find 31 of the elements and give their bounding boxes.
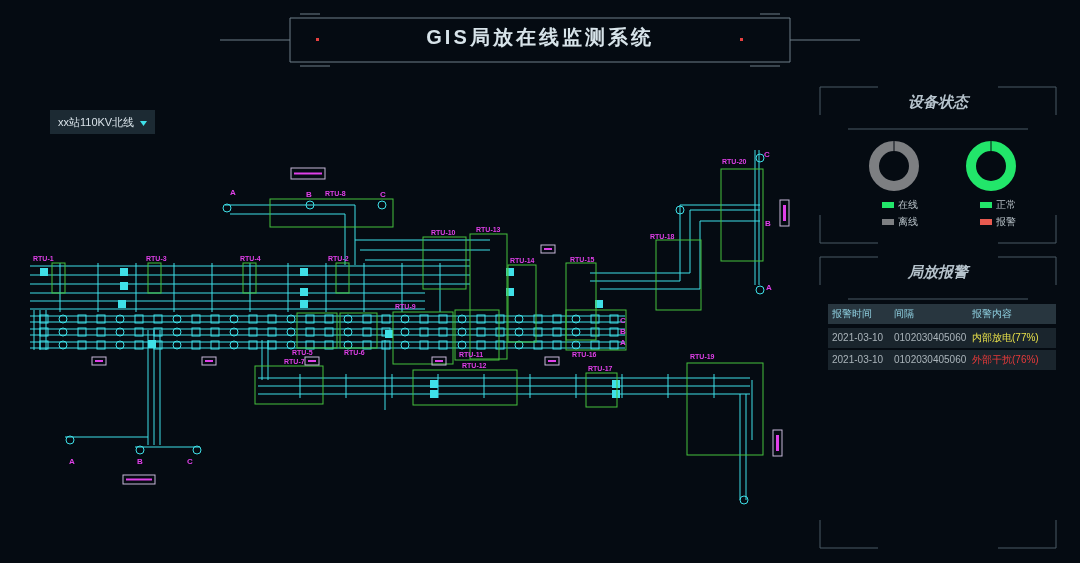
table-cell: 内部放电(77%) xyxy=(968,328,1056,348)
panel-heading: 局放报警 xyxy=(818,263,1058,282)
phase-label: C xyxy=(187,457,193,466)
panel-heading: 设备状态 xyxy=(907,93,971,112)
table-header-cell: 报警内容 xyxy=(968,304,1056,324)
phase-label: B xyxy=(137,457,143,466)
phase-label: A xyxy=(620,338,626,347)
phase-label: C xyxy=(620,316,626,325)
phase-label: C xyxy=(380,190,386,199)
phase-label: A xyxy=(69,457,75,466)
table-header-cell: 报警时间 xyxy=(828,304,890,324)
legend-label: 离线 xyxy=(898,216,918,228)
table-cell: 2021-03-10 xyxy=(828,328,890,348)
device-status-panel xyxy=(818,85,1058,245)
page-title: GIS局放在线监测系统 xyxy=(425,25,655,50)
station-dropdown: xx站110KV北线 xyxy=(50,110,156,134)
alarm-panel xyxy=(818,255,1058,550)
table-header-cell: 间隔 xyxy=(890,304,968,324)
table-cell: 2021-03-10 xyxy=(828,350,890,370)
phase-label: B xyxy=(765,219,771,228)
table-cell: 0102030405060 xyxy=(890,350,968,370)
table-cell: 外部干扰(76%) xyxy=(968,350,1056,370)
legend-label: 报警 xyxy=(996,216,1016,228)
phase-label: A xyxy=(230,188,236,197)
legend-label: 正常 xyxy=(996,199,1016,211)
phase-label: C xyxy=(764,150,770,159)
phase-label: A xyxy=(766,283,772,292)
phase-label: B xyxy=(620,327,626,336)
phase-label: B xyxy=(306,190,312,199)
legend-label: 在线 xyxy=(898,199,918,211)
table-cell: 0102030405060 xyxy=(890,328,968,348)
